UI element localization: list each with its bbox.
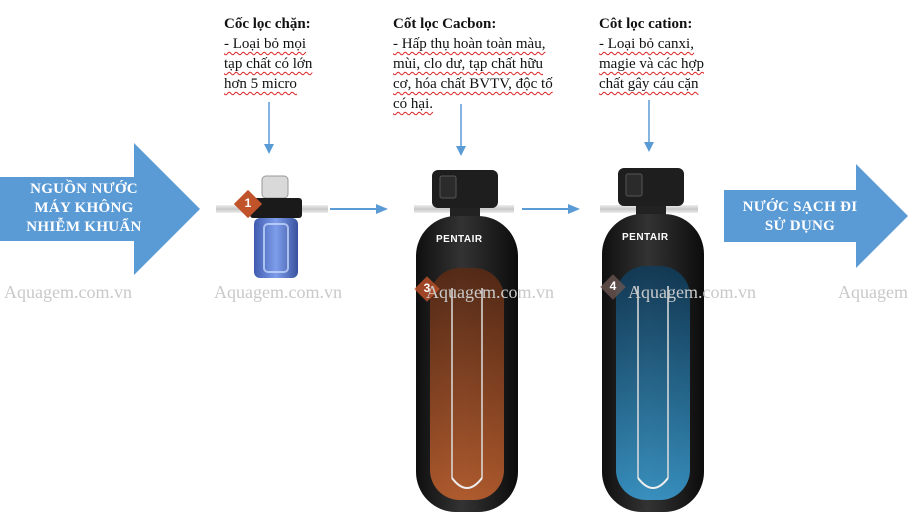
stage-1-badge-number: 1 [244, 196, 252, 210]
watermark-5: Aquagem [838, 282, 908, 302]
cation-tank [602, 168, 704, 512]
output-line-2: SỬ DỤNG [764, 218, 836, 234]
stage-1-line-2: tạp chất có lớn [224, 56, 313, 72]
stage-1-line-1: - Loại bỏ mọi [224, 36, 307, 52]
stage-2-line-3: cơ, hóa chất BVTV, độc tố [393, 76, 553, 92]
source-line-2: MÁY KHÔNG [34, 200, 134, 216]
stage-2-badge-number: 3 [423, 281, 431, 295]
stage-2-description: Cốt lọc Cacbon: - Hấp thụ hoàn toàn màu,… [393, 14, 553, 114]
output-arrow-shape [724, 164, 908, 268]
watermark-2: Aquagem.com.vn [214, 282, 342, 302]
watermark-1: Aquagem.com.vn [4, 282, 132, 302]
connector-arrow-2 [522, 204, 580, 214]
source-line-3: NHIỄM KHUẨN [26, 219, 142, 235]
output-arrow [724, 164, 908, 268]
stage-1-title: Cốc lọc chặn: [224, 16, 311, 32]
stage-2-line-2: mùi, clo dư, tạp chất hữu [393, 56, 543, 72]
watermark-4: Aquagem.com.vn [628, 282, 756, 302]
stage-2-line-1: - Hấp thụ hoàn toàn màu, [393, 36, 546, 52]
stage-3-line-1: - Loại bỏ canxi, [599, 36, 694, 52]
output-line-1: NƯỚC SẠCH ĐI [742, 199, 858, 215]
source-arrow [0, 143, 200, 275]
stage-1-line-3: hơn 5 micro [224, 76, 297, 92]
stage-3-line-3: chất gây cáu cặn [599, 76, 699, 92]
stage-2-line-4: có hại. [393, 96, 433, 112]
source-arrow-label: NGUỒN NƯỚC MÁY KHÔNG NHIỄM KHUẨN [6, 180, 162, 237]
pointer-arrow-3 [644, 100, 654, 152]
stage-3-line-2: magie và các hợp [599, 56, 704, 72]
source-arrow-shape [0, 143, 200, 275]
carbon-tank [416, 170, 518, 512]
stage-3-brand: PENTAIR [622, 232, 669, 243]
stage-2-title: Cốt lọc Cacbon: [393, 16, 497, 32]
stage-3-description: Côt lọc cation: - Loại bỏ canxi, magie v… [599, 14, 704, 94]
connector-arrow-1 [330, 204, 388, 214]
stage-2-brand: PENTAIR [436, 234, 483, 245]
pointer-arrow-2 [456, 104, 466, 156]
source-line-1: NGUỒN NƯỚC [30, 181, 138, 197]
pointer-arrow-1 [264, 102, 274, 154]
stage-3-badge-number: 4 [609, 279, 617, 293]
stage-1-description: Cốc lọc chặn: - Loại bỏ mọi tạp chất có … [224, 14, 312, 94]
cup-filter [250, 175, 302, 278]
watermark-3: Aquagem.com.vn [426, 282, 554, 302]
stage-3-title: Côt lọc cation: [599, 16, 693, 32]
output-arrow-label: NƯỚC SẠCH ĐI SỬ DỤNG [730, 198, 870, 236]
